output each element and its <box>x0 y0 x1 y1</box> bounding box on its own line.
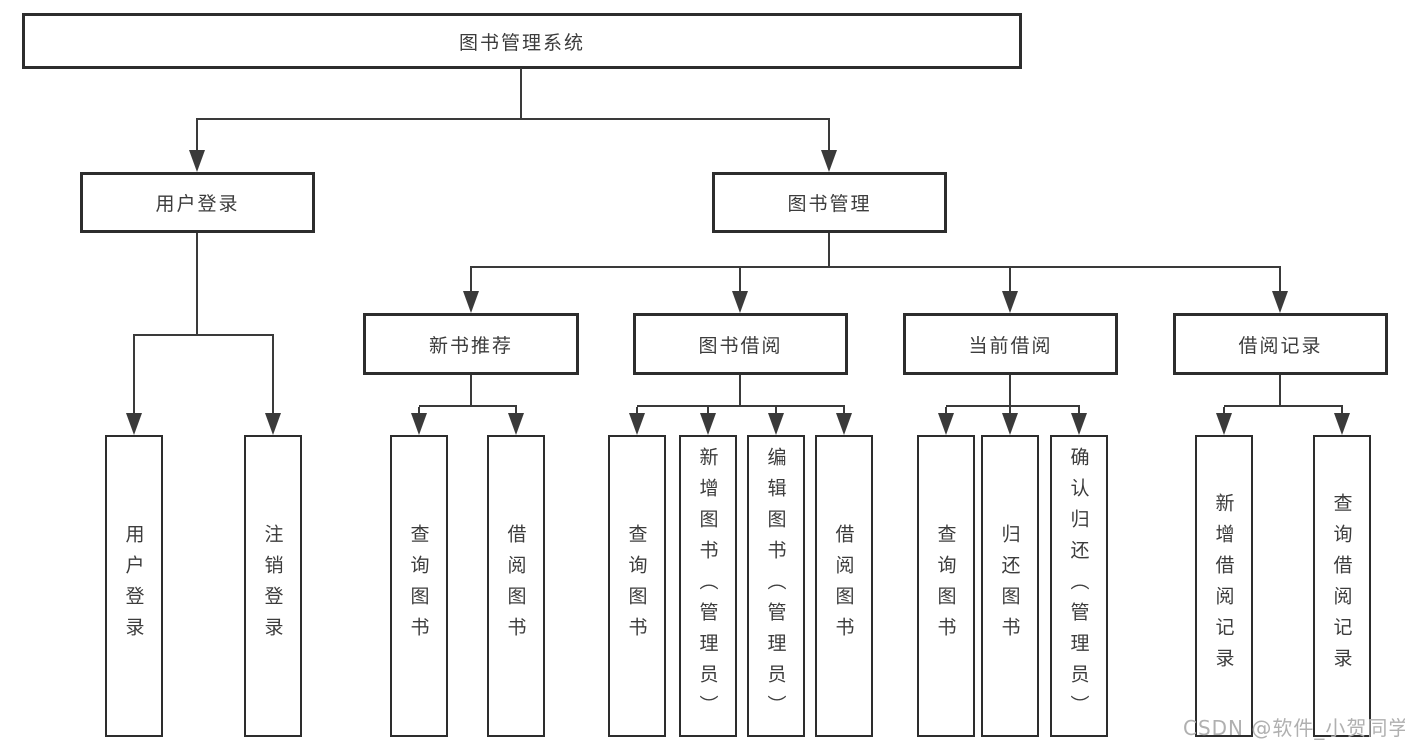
leaf-confirm-return-admin-label: 确认归还（管理员） <box>1067 446 1090 726</box>
leaf-add-book-admin: 新增图书（管理员） <box>679 435 737 737</box>
connector-new-book-stem <box>470 375 472 407</box>
connector-drop-current-borrowing <box>1009 268 1011 291</box>
arrow-nb-borrow <box>508 413 524 435</box>
node-new-book-recommend-label: 新书推荐 <box>428 334 513 357</box>
connector-drop-new-book-recommend <box>470 268 472 291</box>
arrow-borrowing-records <box>1272 291 1288 313</box>
arrow-bb-edit <box>768 413 784 435</box>
node-book-borrowing-label: 图书借阅 <box>698 334 783 357</box>
connector-drop-cb-confirm <box>1078 407 1080 415</box>
leaf-query-book-newbook: 查询图书 <box>390 435 448 737</box>
connector-drop-book-management <box>828 120 830 152</box>
arrow-leaf-user-login <box>126 413 142 435</box>
leaf-query-book-current: 查询图书 <box>917 435 975 737</box>
leaf-edit-book-admin: 编辑图书（管理员） <box>747 435 805 737</box>
arrow-book-borrowing <box>732 291 748 313</box>
connector-borrowing-hbar <box>637 405 845 407</box>
connector-drop-bb-borrow <box>843 407 845 415</box>
connector-drop-leaf-user-login <box>133 336 135 413</box>
leaf-add-borrow-record: 新增借阅记录 <box>1195 435 1253 737</box>
node-root-label: 图书管理系统 <box>458 31 585 54</box>
csdn-watermark: CSDN @软件_小贺同学 <box>1183 716 1405 740</box>
arrow-br-add <box>1216 413 1232 435</box>
connector-user-login-stem <box>196 233 198 336</box>
leaf-query-borrow-record-label: 查询借阅记录 <box>1330 493 1353 679</box>
node-book-management-label: 图书管理 <box>787 193 872 215</box>
leaf-borrow-book-newbook: 借阅图书 <box>487 435 545 737</box>
leaf-add-borrow-record-label: 新增借阅记录 <box>1212 493 1235 679</box>
node-new-book-recommend: 新书推荐 <box>363 313 579 375</box>
connector-new-book-hbar <box>419 405 517 407</box>
arrow-cb-query <box>938 413 954 435</box>
leaf-borrow-book-newbook-label: 借阅图书 <box>504 524 527 648</box>
arrow-nb-query <box>411 413 427 435</box>
leaf-add-book-admin-label: 新增图书（管理员） <box>696 446 719 726</box>
leaf-edit-book-admin-label: 编辑图书（管理员） <box>764 446 787 726</box>
connector-drop-bb-add <box>707 407 709 415</box>
connector-records-stem <box>1279 375 1281 407</box>
connector-drop-user-login <box>196 120 198 152</box>
node-book-borrowing: 图书借阅 <box>633 313 848 375</box>
connector-drop-borrowing-records <box>1279 268 1281 291</box>
leaf-logout-label: 注销登录 <box>261 524 284 648</box>
leaf-query-book-borrowing: 查询图书 <box>608 435 666 737</box>
connector-drop-leaf-logout <box>272 336 274 413</box>
connector-drop-cb-return <box>1009 407 1011 415</box>
connector-current-hbar <box>946 405 1080 407</box>
arrow-leaf-logout <box>265 413 281 435</box>
connector-drop-nb-borrow <box>515 407 517 415</box>
leaf-query-book-current-label: 查询图书 <box>934 524 957 648</box>
leaf-logout: 注销登录 <box>244 435 302 737</box>
leaf-return-book: 归还图书 <box>981 435 1039 737</box>
connector-drop-nb-query <box>418 407 420 415</box>
arrow-br-query <box>1334 413 1350 435</box>
arrow-cb-return <box>1002 413 1018 435</box>
connector-drop-bb-query <box>636 407 638 415</box>
leaf-query-book-newbook-label: 查询图书 <box>407 524 430 648</box>
connector-drop-bb-edit <box>775 407 777 415</box>
leaf-user-login-label: 用户登录 <box>122 524 145 648</box>
arrow-bb-add <box>700 413 716 435</box>
connector-drop-br-add <box>1223 407 1225 415</box>
connector-book-management-hbar <box>470 266 1281 268</box>
connector-current-stem <box>1009 375 1011 407</box>
node-user-login-label: 用户登录 <box>155 193 240 215</box>
connector-root-stem <box>520 68 522 120</box>
connector-user-login-hbar <box>133 334 274 336</box>
leaf-borrow-book-borrowing: 借阅图书 <box>815 435 873 737</box>
connector-drop-cb-query <box>945 407 947 415</box>
connector-book-management-stem <box>828 233 830 268</box>
node-book-management: 图书管理 <box>712 172 947 233</box>
node-current-borrowing: 当前借阅 <box>903 313 1118 375</box>
node-current-borrowing-label: 当前借阅 <box>968 334 1053 357</box>
arrow-bb-borrow <box>836 413 852 435</box>
connector-root-hbar <box>196 118 830 120</box>
arrow-current-borrowing <box>1002 291 1018 313</box>
arrow-book-management <box>821 150 837 172</box>
arrow-new-book-recommend <box>463 291 479 313</box>
node-borrowing-records: 借阅记录 <box>1173 313 1388 375</box>
connector-drop-book-borrowing <box>739 268 741 291</box>
leaf-confirm-return-admin: 确认归还（管理员） <box>1050 435 1108 737</box>
leaf-borrow-book-borrowing-label: 借阅图书 <box>832 524 855 648</box>
connector-drop-br-query <box>1341 407 1343 415</box>
node-root: 图书管理系统 <box>22 13 1022 69</box>
leaf-query-book-borrowing-label: 查询图书 <box>625 524 648 648</box>
connector-records-hbar <box>1224 405 1343 407</box>
arrow-bb-query <box>629 413 645 435</box>
node-borrowing-records-label: 借阅记录 <box>1238 334 1323 357</box>
leaf-query-borrow-record: 查询借阅记录 <box>1313 435 1371 737</box>
leaf-user-login: 用户登录 <box>105 435 163 737</box>
arrow-user-login <box>189 150 205 172</box>
arrow-cb-confirm <box>1071 413 1087 435</box>
connector-borrowing-stem <box>739 375 741 407</box>
node-user-login: 用户登录 <box>80 172 315 233</box>
leaf-return-book-label: 归还图书 <box>998 524 1021 648</box>
